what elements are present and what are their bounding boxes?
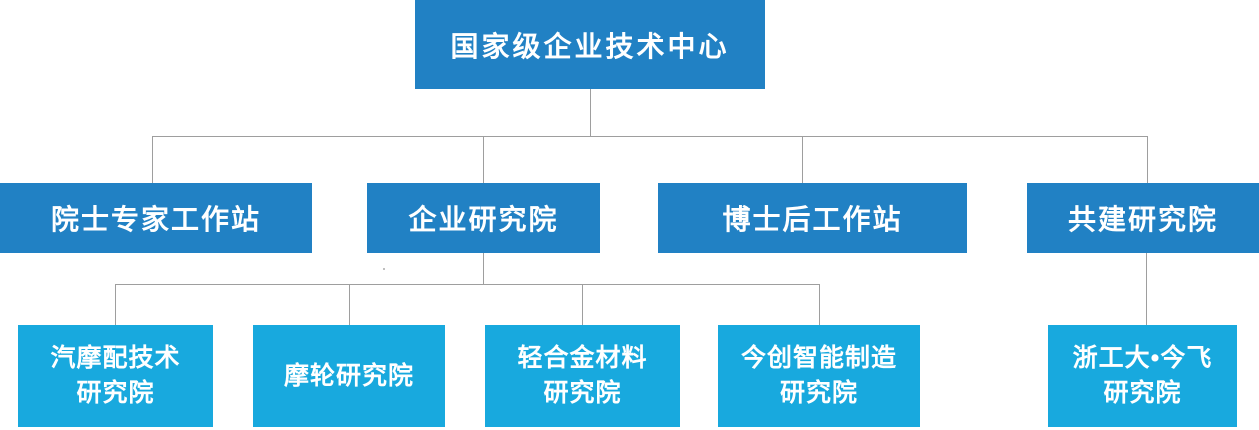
node-label: 院士专家工作站 <box>50 204 261 235</box>
node-label-line2: 研究院 <box>779 379 858 407</box>
node-label-line1: 浙工大•今飞 <box>1072 344 1213 372</box>
node-label-line1: 轻合金材料 <box>517 344 648 372</box>
node-label: 博士后工作站 <box>722 204 903 235</box>
node-enterprise-research-institute: 企业研究院 <box>367 183 600 253</box>
node-label-line1: 今创智能制造 <box>740 344 897 372</box>
connector-line <box>349 284 350 325</box>
node-national-enterprise-tech-center: 国家级企业技术中心 <box>415 0 765 89</box>
node-jinchuang-intelligent-manufacturing-institute: 今创智能制造 研究院 <box>718 325 920 427</box>
node-joint-research-institute: 共建研究院 <box>1027 183 1259 253</box>
connector-line <box>802 136 803 183</box>
node-label: 共建研究院 <box>1067 204 1218 235</box>
connector-line <box>483 253 484 284</box>
connector-line <box>590 89 591 136</box>
connector-line <box>115 284 116 325</box>
node-label-line2: 研究院 <box>76 379 155 407</box>
connector-line <box>115 284 820 285</box>
node-light-alloy-materials-institute: 轻合金材料 研究院 <box>485 325 680 427</box>
node-label-line1: 摩轮研究院 <box>283 361 414 390</box>
connector-line <box>152 136 153 183</box>
connector-line <box>582 284 583 325</box>
node-academician-expert-workstation: 院士专家工作站 <box>0 183 312 253</box>
connector-line <box>1146 253 1147 325</box>
node-label-line2: 研究院 <box>1103 379 1182 407</box>
node-auto-moto-parts-tech-institute: 汽摩配技术 研究院 <box>18 325 213 427</box>
connector-line <box>483 136 484 183</box>
node-postdoc-workstation: 博士后工作站 <box>658 183 967 253</box>
node-label: 企业研究院 <box>408 204 559 235</box>
stray-dot <box>383 268 385 270</box>
node-label-line2: 研究院 <box>543 379 622 407</box>
connector-line <box>819 284 820 325</box>
node-label-line1: 汽摩配技术 <box>50 344 181 372</box>
node-zjut-jinfei-institute: 浙工大•今飞 研究院 <box>1048 325 1237 427</box>
node-label: 国家级企业技术中心 <box>450 30 730 62</box>
node-wheel-research-institute: 摩轮研究院 <box>253 325 445 427</box>
connector-line <box>152 136 1148 137</box>
connector-line <box>1147 136 1148 183</box>
